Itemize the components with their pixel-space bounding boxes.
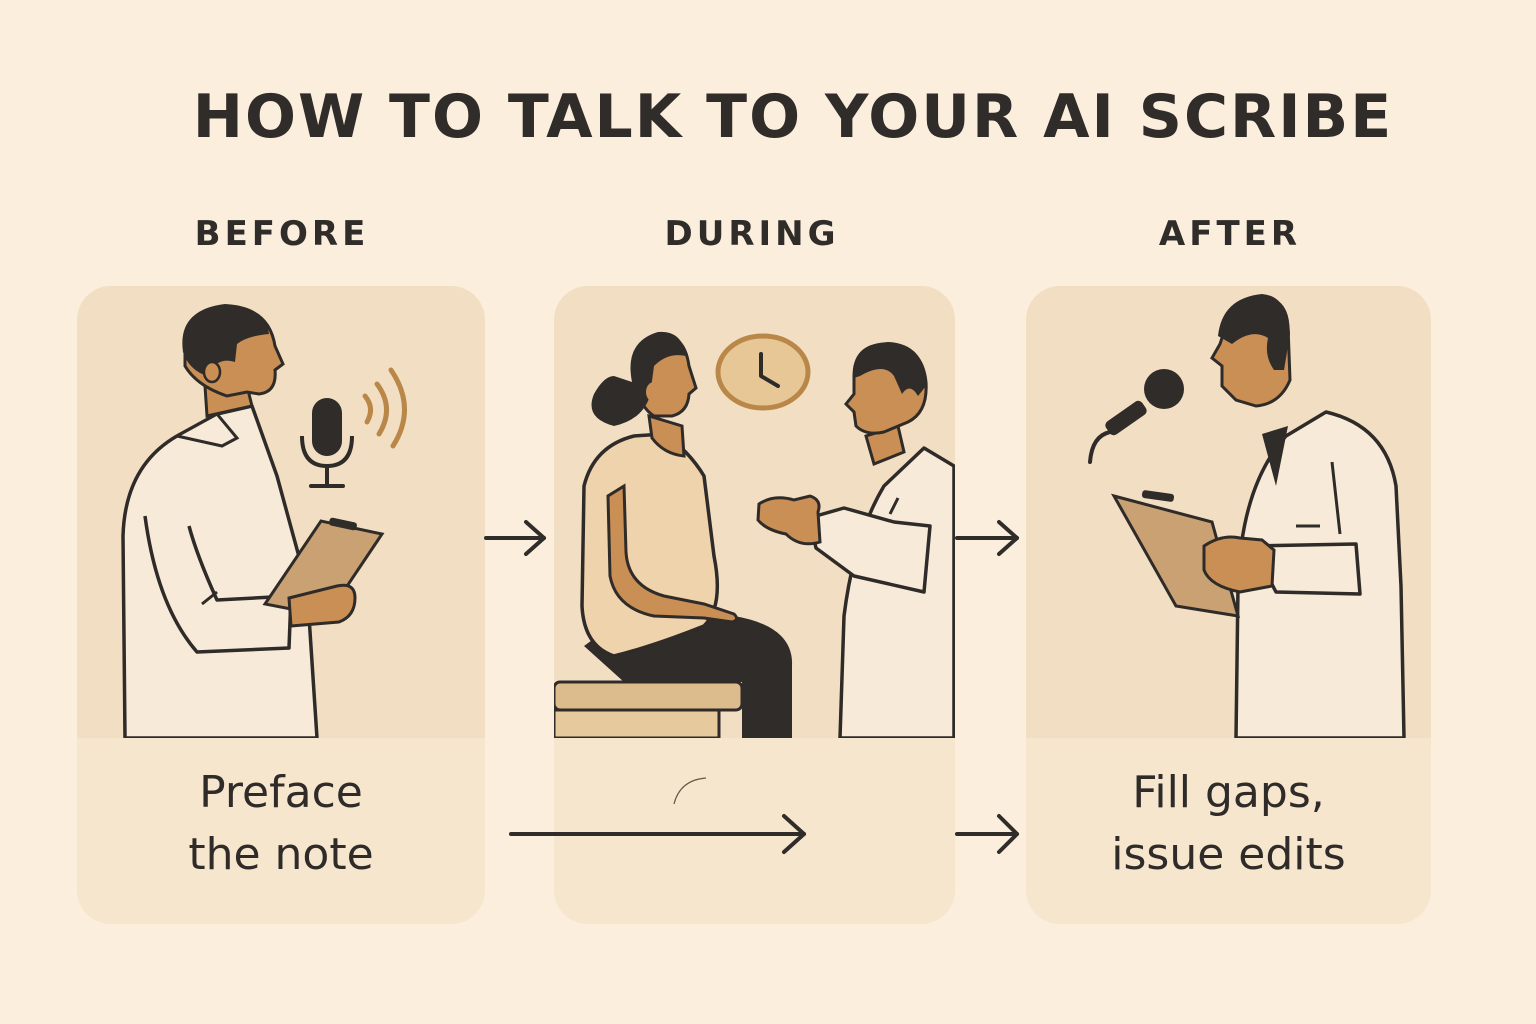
doctor-hand bbox=[287, 583, 357, 628]
caption-after-line2: issue edits bbox=[1111, 829, 1346, 880]
caption-before-line2: the note bbox=[188, 829, 374, 880]
caption-before-line1: Preface bbox=[199, 767, 363, 818]
caption-area-before: Preface the note bbox=[77, 738, 485, 924]
caption-before: Preface the note bbox=[188, 762, 373, 886]
doctor-arm bbox=[143, 515, 293, 654]
caption-after-line1: Fill gaps, bbox=[1132, 767, 1325, 818]
panel-after: Fill gaps, issue edits bbox=[1026, 286, 1431, 924]
wall-clock-icon bbox=[715, 333, 811, 411]
sound-waves-icon bbox=[362, 367, 407, 449]
patient-shirt bbox=[580, 432, 720, 658]
doctor-hair bbox=[1218, 294, 1290, 370]
page-title: HOW TO TALK TO YOUR AI SCRIBE bbox=[192, 82, 1394, 152]
patient-arm bbox=[606, 483, 739, 624]
clipboard bbox=[1110, 493, 1241, 618]
doctor-hand bbox=[756, 494, 822, 546]
caption-area-after: Fill gaps, issue edits bbox=[1026, 738, 1431, 924]
arrow-right-icon bbox=[484, 520, 546, 556]
illustration-after bbox=[1026, 286, 1431, 738]
panel-before: Preface the note bbox=[77, 286, 485, 924]
handheld-microphone-icon bbox=[1088, 369, 1184, 464]
stage-label-before: BEFORE bbox=[194, 214, 370, 254]
stage-label-during: DURING bbox=[664, 214, 840, 254]
doctor-hair bbox=[854, 342, 926, 396]
stage-label-after: AFTER bbox=[1158, 214, 1302, 254]
coat-collar bbox=[172, 412, 240, 448]
microphone-icon bbox=[300, 398, 354, 488]
caption-after: Fill gaps, issue edits bbox=[1111, 762, 1345, 886]
exam-table bbox=[554, 680, 744, 712]
long-arrow-right-icon bbox=[509, 814, 806, 854]
faint-arc-mark bbox=[673, 777, 707, 805]
caption-area-during bbox=[554, 738, 955, 924]
doctor-hand bbox=[1202, 535, 1276, 594]
arrow-right-icon bbox=[955, 814, 1019, 854]
illustration-before bbox=[77, 286, 485, 738]
panel-during bbox=[554, 286, 955, 924]
arrow-right-icon bbox=[955, 520, 1019, 556]
doctor-arm bbox=[807, 506, 932, 594]
illustration-during bbox=[554, 286, 955, 738]
doctor-coat bbox=[121, 404, 319, 738]
doctor-hair bbox=[182, 304, 269, 376]
patient-hair bbox=[591, 331, 686, 426]
doctor-coat bbox=[838, 446, 955, 738]
